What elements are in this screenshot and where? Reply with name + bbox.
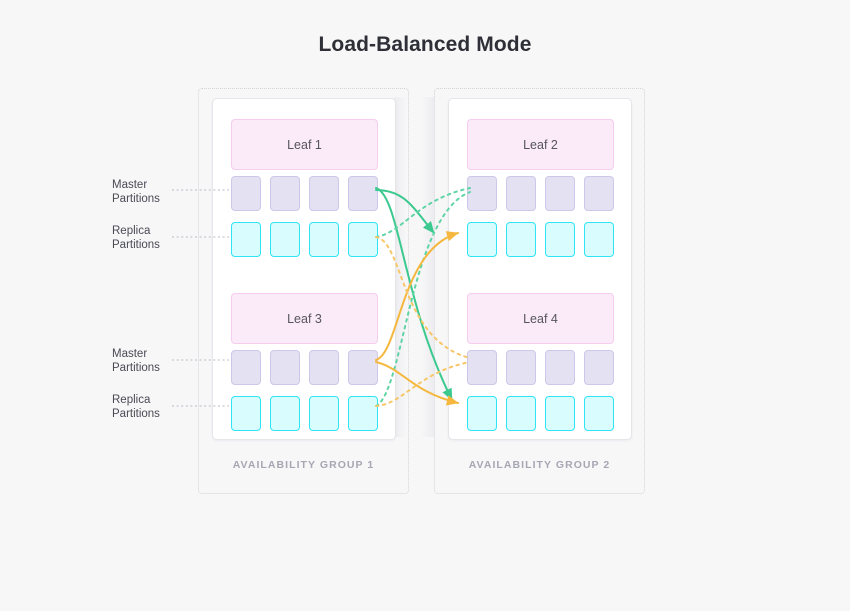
replica-partition[interactable] <box>348 396 378 431</box>
master-partition[interactable] <box>309 176 339 211</box>
replica-partition[interactable] <box>309 222 339 257</box>
master-partition[interactable] <box>270 350 300 385</box>
leaf-box-leaf-3[interactable]: Leaf 3 <box>231 293 378 344</box>
leaf-box-leaf-1[interactable]: Leaf 1 <box>231 119 378 170</box>
node-card-2: Leaf 2 Leaf 4 <box>448 98 632 440</box>
master-partition-row-leaf-3 <box>231 350 381 385</box>
label-replica-partitions-bottom: Replica Partitions <box>112 394 160 420</box>
replica-partition[interactable] <box>270 396 300 431</box>
replica-partition[interactable] <box>467 396 497 431</box>
master-partition[interactable] <box>506 176 536 211</box>
availability-group-2: Leaf 2 Leaf 4 <box>434 88 645 494</box>
replica-partition[interactable] <box>467 222 497 257</box>
master-partition[interactable] <box>231 176 261 211</box>
replica-partition[interactable] <box>231 222 261 257</box>
replica-partition-row-leaf-2 <box>467 222 617 257</box>
replica-partition[interactable] <box>584 222 614 257</box>
label-replica-partitions-top: Replica Partitions <box>112 225 160 251</box>
master-partition-row-leaf-1 <box>231 176 381 211</box>
master-partition[interactable] <box>584 176 614 211</box>
master-partition[interactable] <box>348 176 378 211</box>
replica-partition[interactable] <box>584 396 614 431</box>
replica-partition[interactable] <box>270 222 300 257</box>
replica-partition[interactable] <box>506 222 536 257</box>
master-partition[interactable] <box>545 176 575 211</box>
replica-partition-row-leaf-1 <box>231 222 381 257</box>
replica-partition[interactable] <box>309 396 339 431</box>
leaf-box-leaf-4[interactable]: Leaf 4 <box>467 293 614 344</box>
replica-partition-row-leaf-3 <box>231 396 381 431</box>
master-partition[interactable] <box>506 350 536 385</box>
availability-group-2-label: AVAILABILITY GROUP 2 <box>468 459 611 471</box>
replica-partition-row-leaf-4 <box>467 396 617 431</box>
replica-partition[interactable] <box>348 222 378 257</box>
replica-partition[interactable] <box>506 396 536 431</box>
availability-group-1-label: AVAILABILITY GROUP 1 <box>232 459 375 471</box>
leaf-box-leaf-2[interactable]: Leaf 2 <box>467 119 614 170</box>
replica-partition[interactable] <box>545 396 575 431</box>
availability-group-1: Leaf 1 Leaf 3 <box>198 88 409 494</box>
master-partition[interactable] <box>270 176 300 211</box>
master-partition[interactable] <box>467 176 497 211</box>
master-partition[interactable] <box>545 350 575 385</box>
replica-partition[interactable] <box>231 396 261 431</box>
replica-partition[interactable] <box>545 222 575 257</box>
node-card-1: Leaf 1 Leaf 3 <box>212 98 396 440</box>
master-partition-row-leaf-2 <box>467 176 617 211</box>
master-partition-row-leaf-4 <box>467 350 617 385</box>
master-partition[interactable] <box>348 350 378 385</box>
master-partition[interactable] <box>309 350 339 385</box>
label-master-partitions-bottom: Master Partitions <box>112 348 160 374</box>
label-master-partitions-top: Master Partitions <box>112 179 160 205</box>
page-title: Load-Balanced Mode <box>318 33 532 56</box>
master-partition[interactable] <box>584 350 614 385</box>
center-band-right <box>421 97 434 437</box>
master-partition[interactable] <box>231 350 261 385</box>
master-partition[interactable] <box>467 350 497 385</box>
